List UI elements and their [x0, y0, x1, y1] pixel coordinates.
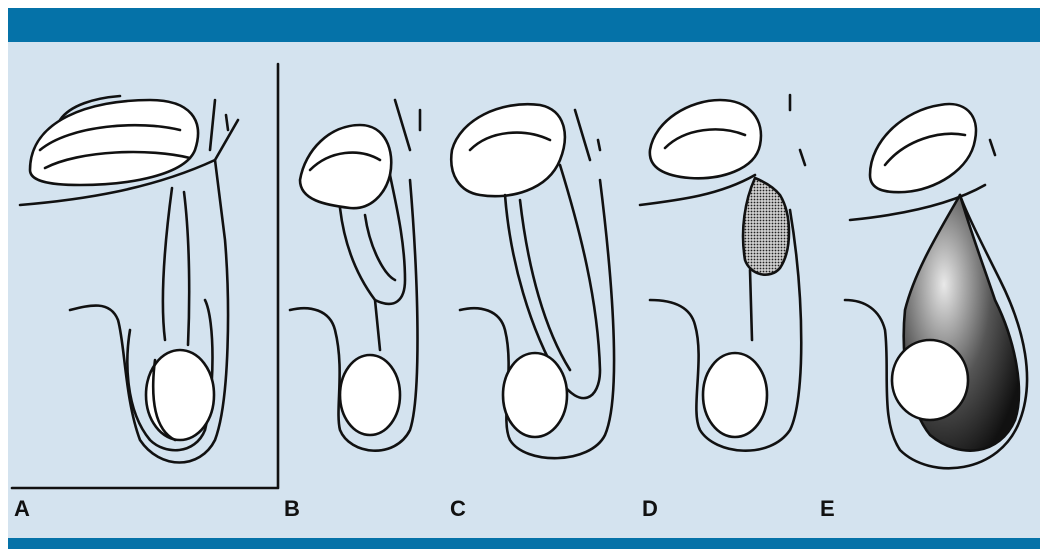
panel-a-drawing: [20, 96, 238, 463]
panel-label-c: C: [450, 498, 466, 520]
panel-label-e: E: [820, 498, 835, 520]
panel-b-drawing: [290, 100, 420, 451]
panel-e-drawing: [845, 104, 1027, 468]
panel-d-drawing: [640, 95, 805, 451]
panel-c-drawing: [451, 104, 614, 458]
panel-label-a: A: [14, 498, 30, 520]
panel-label-b: B: [284, 498, 300, 520]
panel-label-d: D: [642, 498, 658, 520]
